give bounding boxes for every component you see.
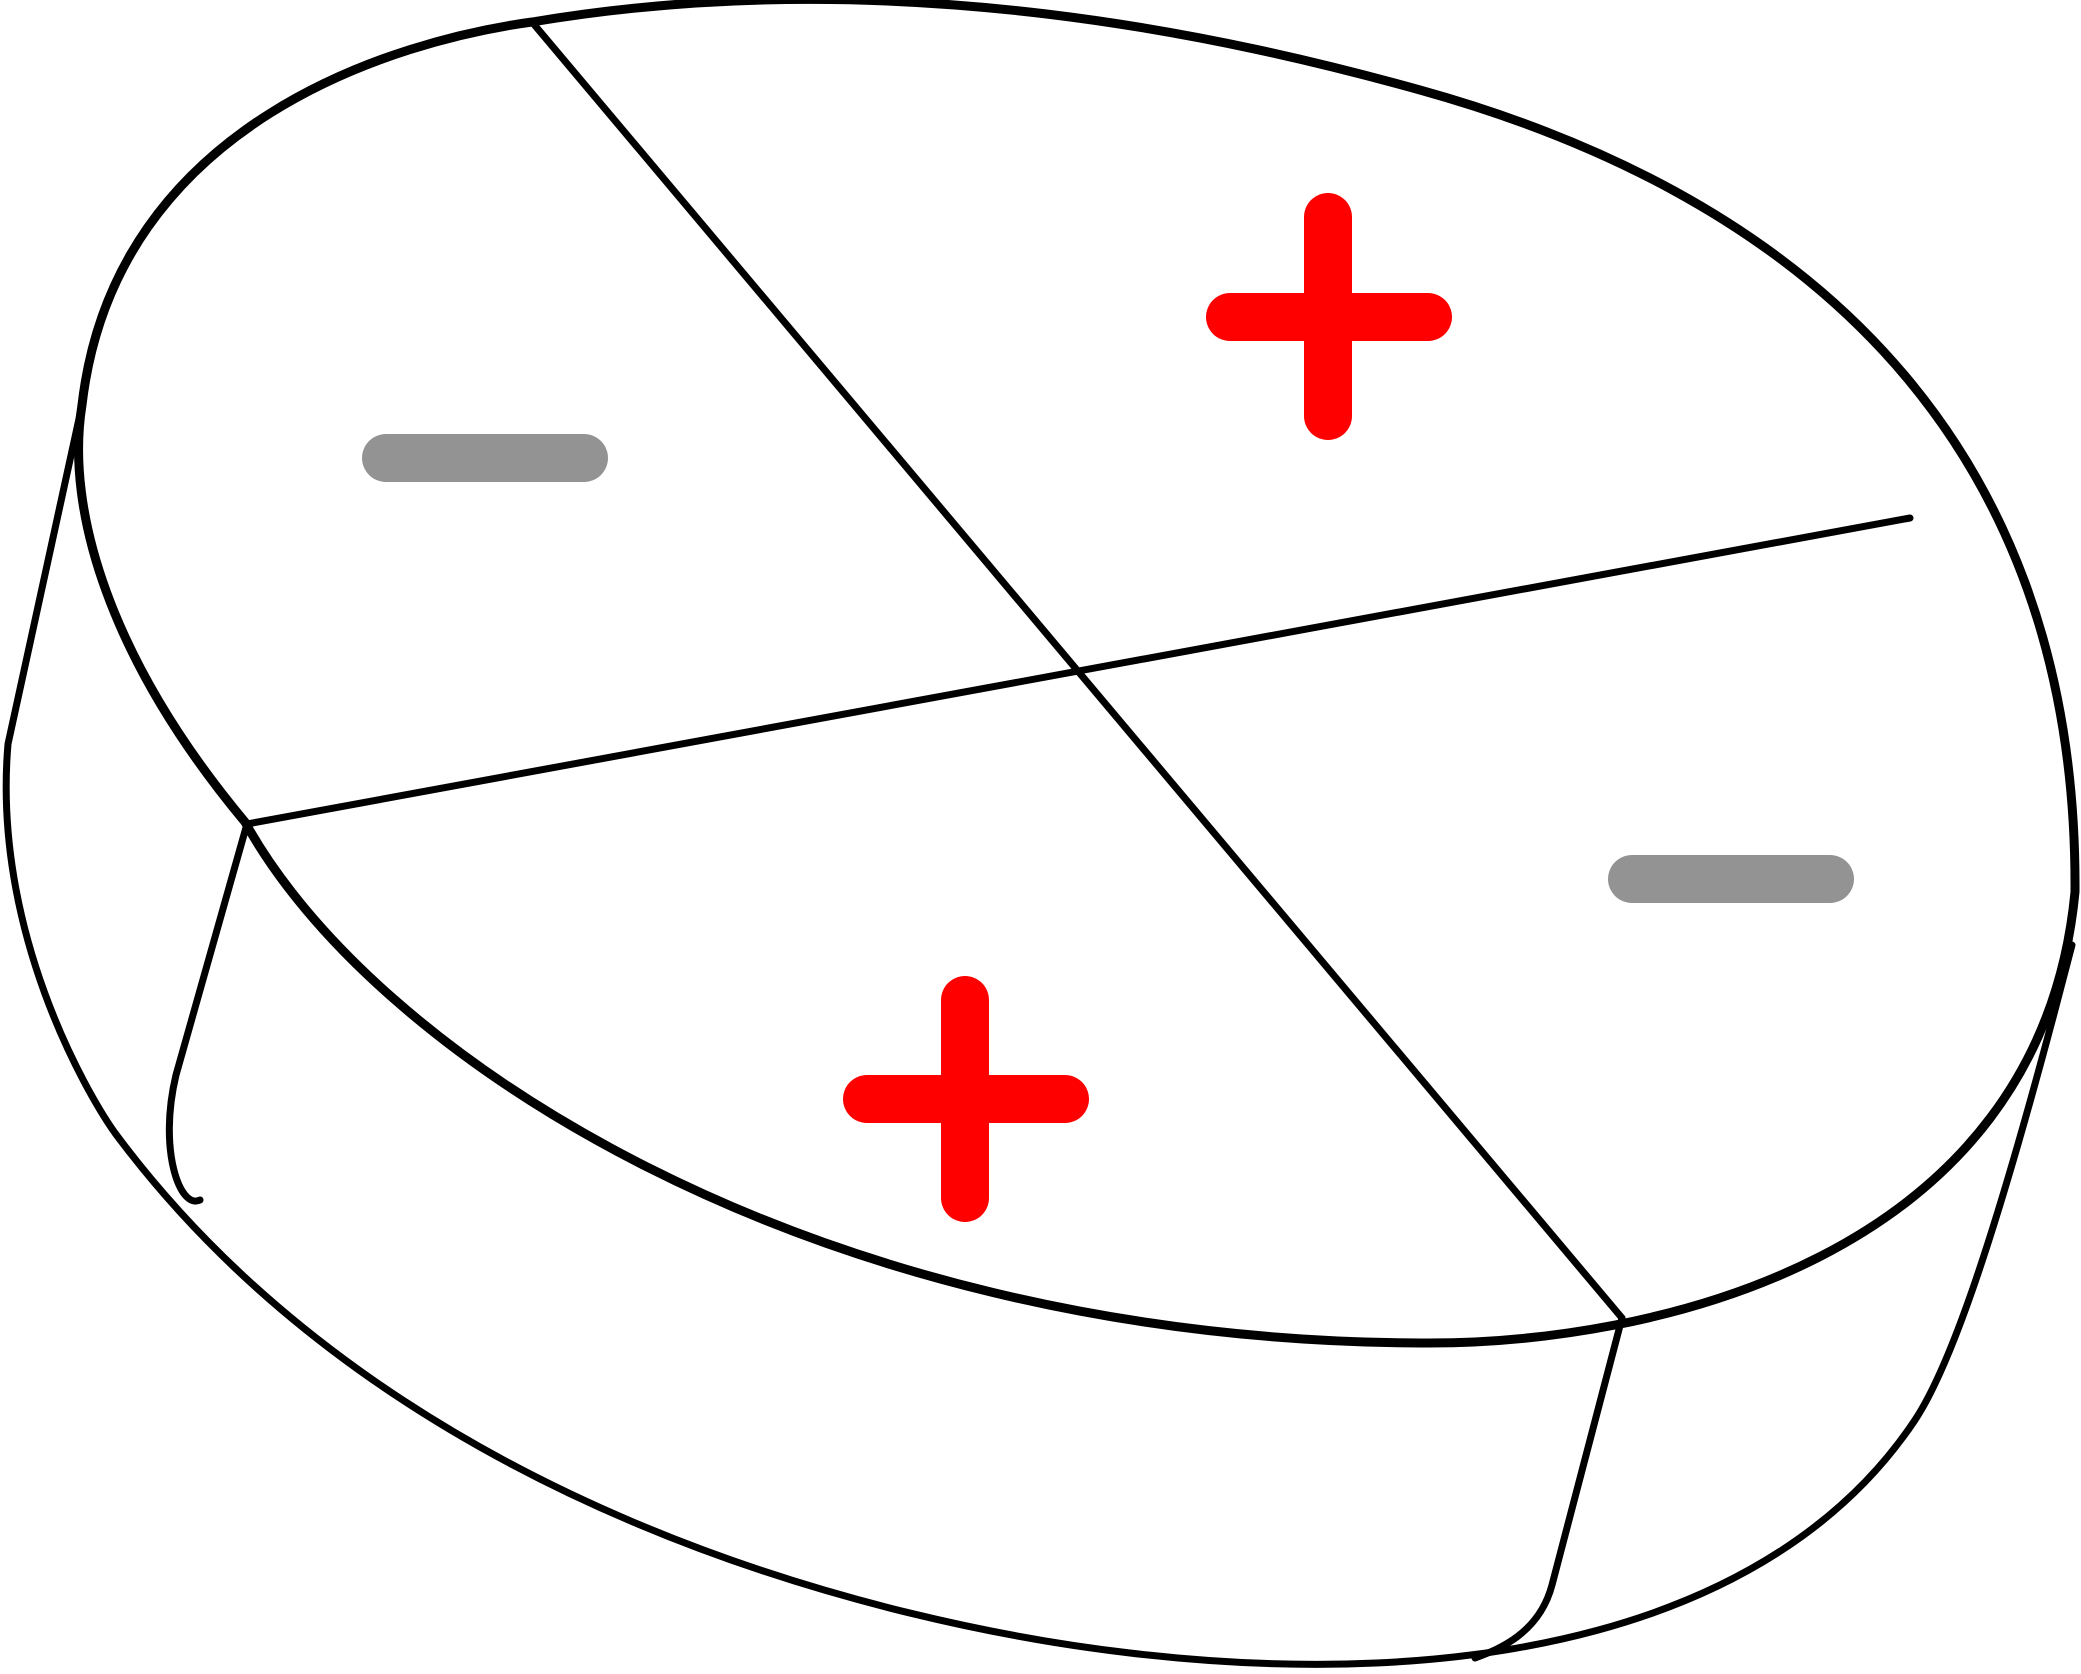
plus-sign-bottom-left [843,976,1089,1222]
cylinder-side [2,401,2076,1668]
sector-dividers [243,18,1914,1322]
side-divider-right [1471,1314,1626,1662]
plus-sign-top-right [1206,193,1452,440]
side-left-edge [2,401,2076,1668]
side-divider-left [165,820,251,1205]
divider-line-horizontal [243,514,1914,828]
charge-signs [362,193,1854,1222]
disk-top-face [74,0,2080,1348]
